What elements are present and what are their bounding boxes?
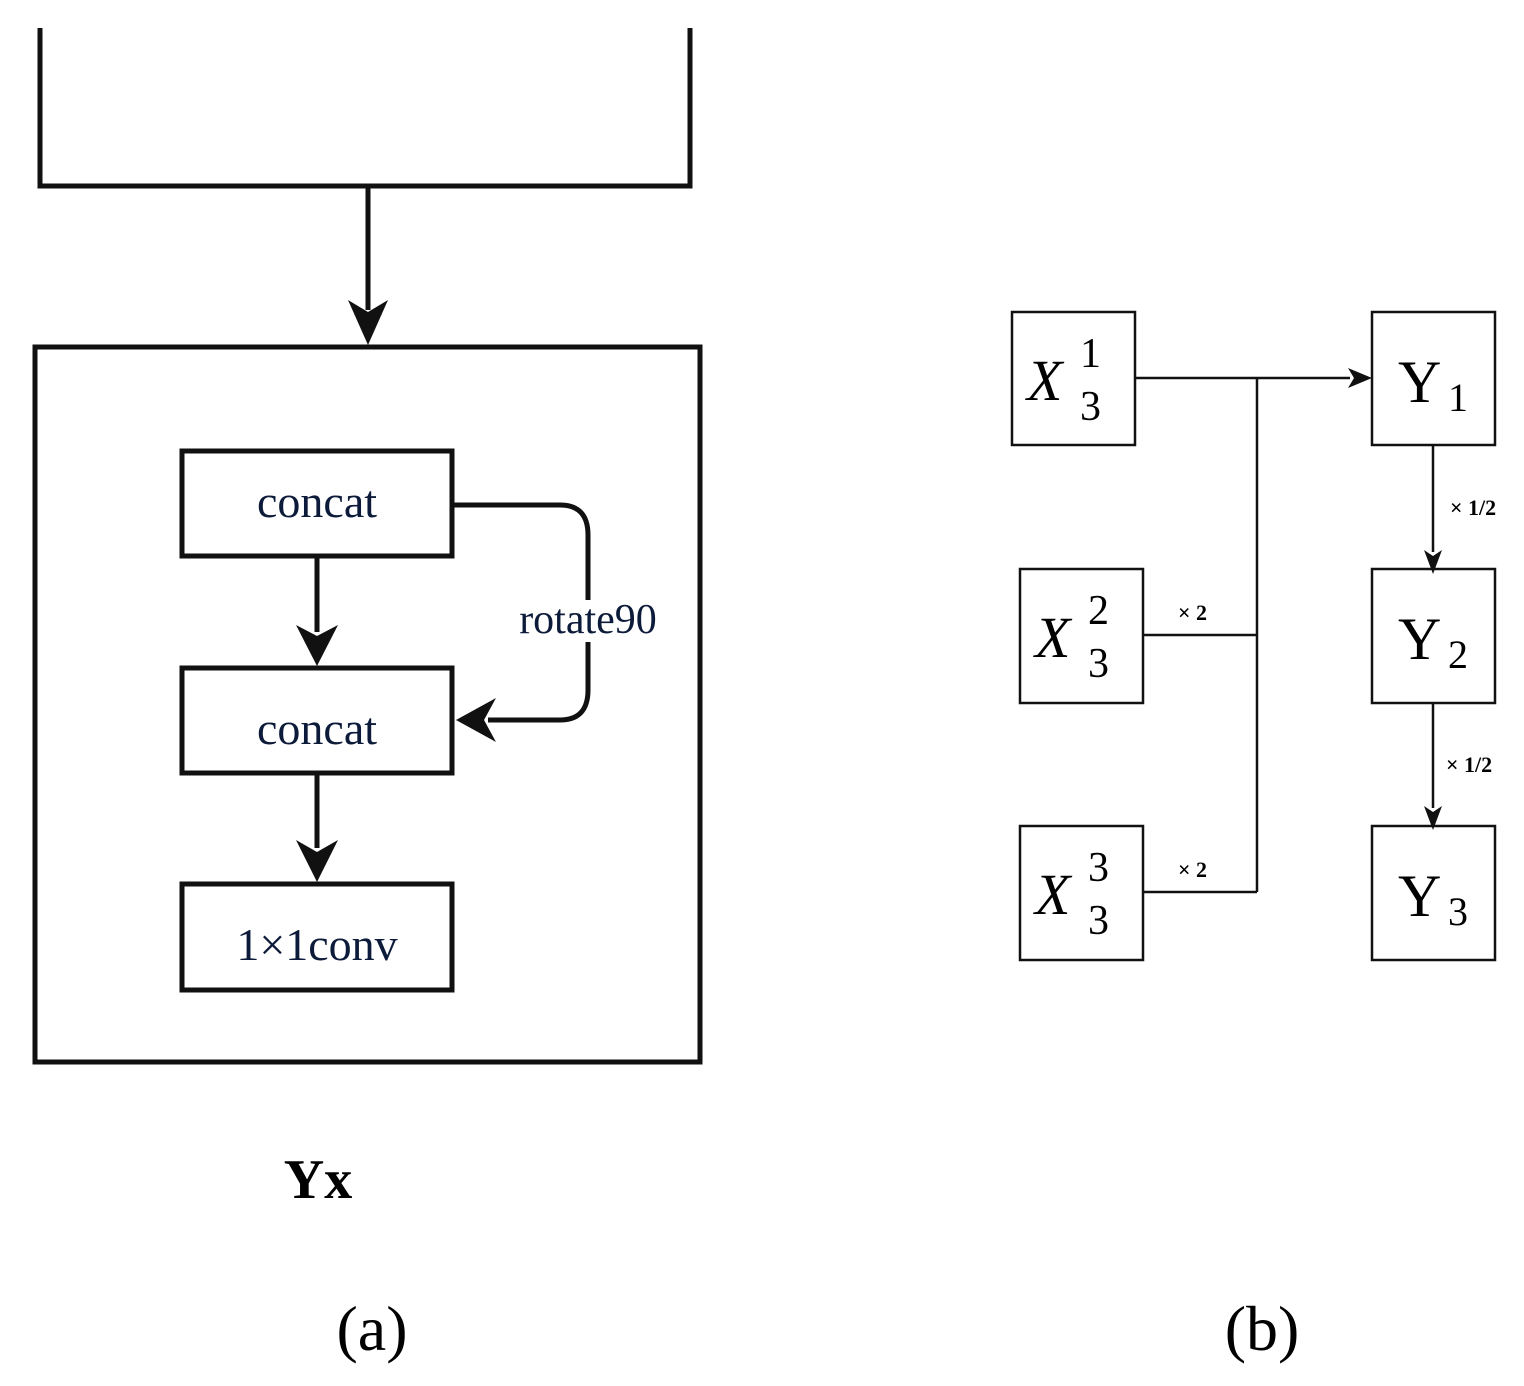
y2-y3-scale-label: × 1/2 [1446,752,1492,777]
x-node-2-sub: 3 [1088,641,1109,687]
rotate-path-bottom [488,642,591,723]
caption-a: (a) [336,1293,407,1364]
x1-to-y1-arrowhead [1348,368,1372,388]
concat-box-1-label: concat [257,476,377,527]
input-arrow-head [348,300,388,345]
panel-b: X 1 3 X 2 3 X 3 3 Y 1 Y 2 Y 3 × 2 × 2 [1010,310,1497,1364]
output-label: Yx [284,1149,352,1211]
y1-to-y2-arrowhead [1424,550,1442,574]
x2-scale-label: × 2 [1178,600,1207,625]
y2-to-y3-arrowhead [1424,806,1442,830]
input-bracket [37,28,693,189]
x-node-1: X [1025,348,1065,413]
x-node-3-sup: 3 [1088,845,1109,891]
conv-box [179,881,455,993]
x-node-3: X [1033,862,1073,927]
arrow-concat1-concat2-head [296,625,338,666]
x-node-2-sup: 2 [1088,588,1109,634]
x-node-1-sub: 3 [1080,384,1101,430]
y-node-3: Y [1398,863,1441,929]
y-node-2-sub: 2 [1448,632,1468,677]
outer-module-box [32,344,703,1065]
y-node-1: Y [1398,349,1441,415]
conv-box-label: 1×1conv [236,919,397,970]
rotate-arrow-head [456,698,496,742]
x-node-3-sub: 3 [1088,898,1109,944]
rotate-label: rotate90 [519,597,657,643]
y-node-3-sub: 3 [1448,889,1468,934]
x-node-1-sup: 1 [1080,331,1101,377]
rotate-path-top [452,502,591,600]
x3-scale-label: × 2 [1178,857,1207,882]
y-node-1-sub: 1 [1448,375,1468,420]
arrow-concat2-conv-head [296,840,338,882]
y1-y2-scale-label: × 1/2 [1450,495,1496,520]
panel-a: concat concat rotate90 1×1conv Yx (a) [32,28,703,1364]
y-node-2: Y [1398,606,1441,672]
x-node-2: X [1033,605,1073,670]
concat-box-2-label: concat [257,703,377,754]
caption-b: (b) [1225,1293,1300,1364]
